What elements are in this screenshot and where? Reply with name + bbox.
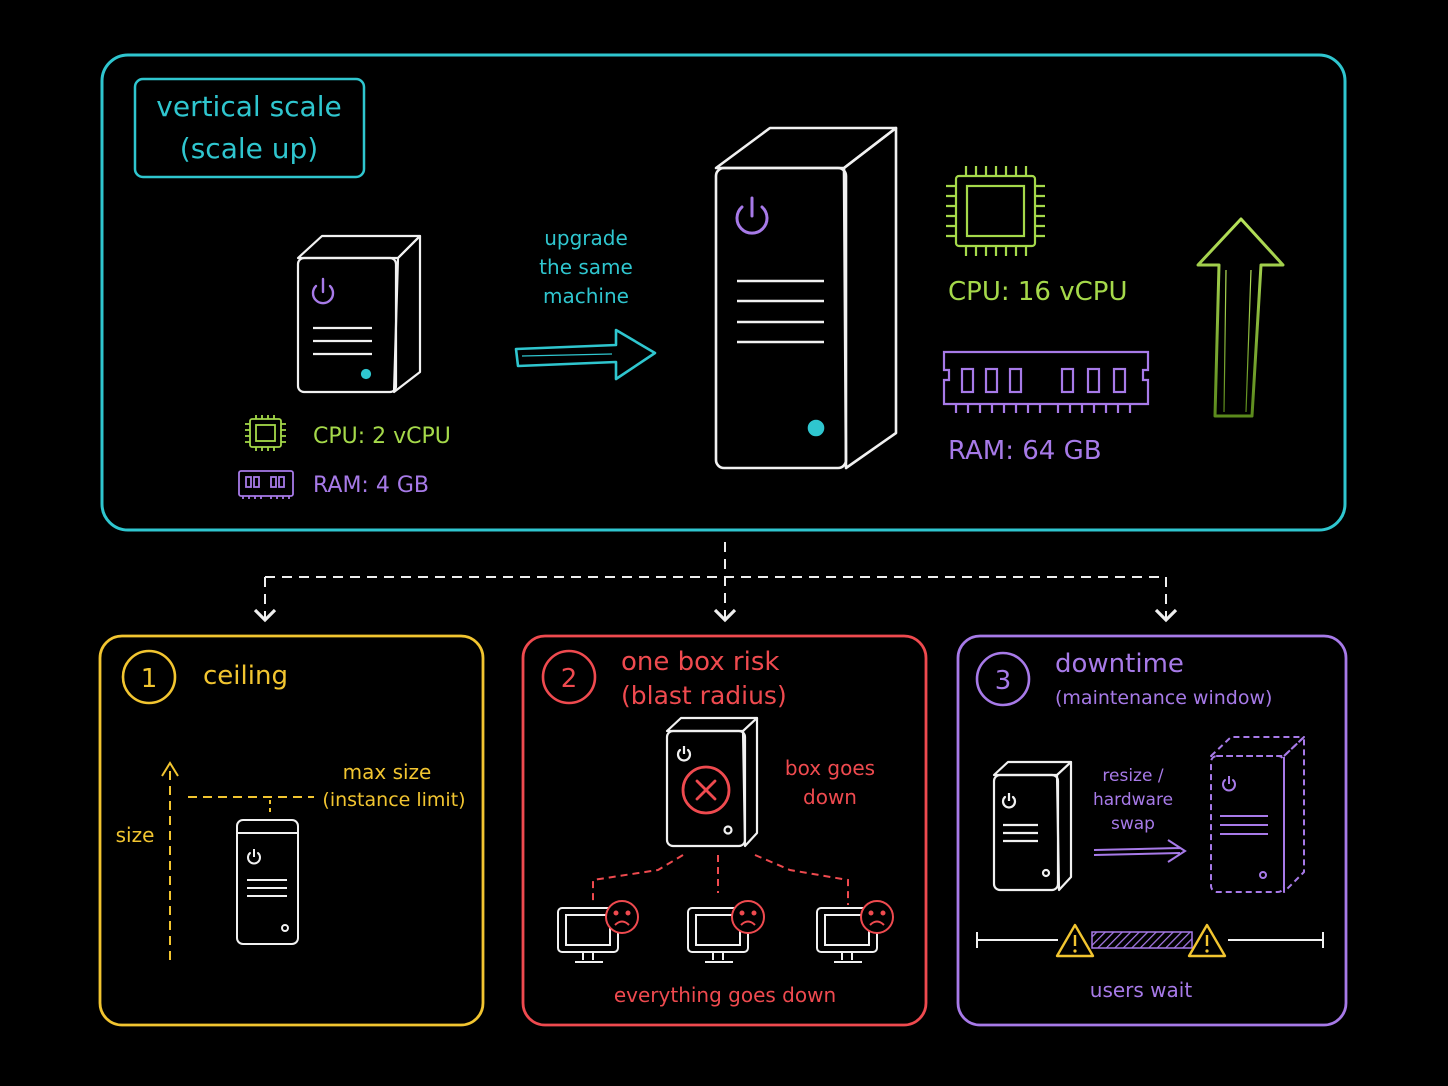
branch-connectors bbox=[253, 542, 1178, 623]
vertical-scale-panel: vertical scale (scale up) CPU: 2 vCPU bbox=[100, 53, 1347, 532]
box-goes-label: box goes bbox=[785, 756, 875, 780]
upgrade-label-line-3: machine bbox=[543, 284, 629, 308]
instance-limit-label: (instance limit) bbox=[322, 789, 465, 811]
power-icon bbox=[311, 277, 335, 305]
large-server-icon bbox=[714, 126, 898, 470]
users-wait-label: users wait bbox=[1090, 978, 1193, 1002]
ram-module-icon-large bbox=[942, 350, 1150, 413]
downtime-title: downtime bbox=[1055, 649, 1184, 679]
title-line-2: (scale up) bbox=[180, 132, 318, 165]
swap-arrow-icon bbox=[1093, 839, 1187, 863]
downtime-timeline bbox=[976, 931, 1324, 949]
sad-face-icon bbox=[731, 900, 765, 934]
ram-module-icon bbox=[238, 470, 294, 499]
up-arrow-icon bbox=[1196, 217, 1285, 418]
large-ram-label: RAM: 64 GB bbox=[948, 436, 1102, 466]
downtime-window-bar bbox=[1091, 931, 1193, 949]
size-axis-label: size bbox=[116, 823, 155, 847]
small-cpu-label: CPU: 2 vCPU bbox=[313, 424, 451, 449]
upgrade-arrow-icon bbox=[514, 328, 657, 381]
step-badge-1 bbox=[121, 649, 177, 705]
max-size-label: max size bbox=[343, 760, 432, 784]
title-box: vertical scale (scale up) bbox=[133, 77, 366, 179]
small-ram-label: RAM: 4 GB bbox=[313, 473, 429, 498]
power-icon-large bbox=[735, 196, 769, 235]
risk-title-line-2: (blast radius) bbox=[621, 681, 787, 710]
blast-lines bbox=[592, 854, 849, 905]
small-server-icon bbox=[296, 234, 422, 394]
risk-footer: everything goes down bbox=[614, 983, 836, 1007]
ceiling-title: ceiling bbox=[203, 661, 288, 691]
ceiling-panel: 1 ceiling size max size (instance limit) bbox=[98, 634, 485, 1027]
warning-icon bbox=[1187, 923, 1227, 958]
large-cpu-label: CPU: 16 vCPU bbox=[948, 277, 1128, 307]
step-badge-3 bbox=[975, 651, 1031, 707]
risk-title-line-1: one box risk bbox=[621, 647, 779, 677]
sad-face-icon bbox=[605, 900, 639, 934]
step-number-1: 1 bbox=[141, 664, 158, 694]
sad-face-icon bbox=[860, 900, 894, 934]
down-label: down bbox=[803, 785, 857, 809]
cpu-chip-icon bbox=[245, 415, 286, 451]
ghost-server-icon bbox=[1210, 736, 1305, 893]
cpu-chip-icon-large bbox=[946, 166, 1045, 256]
error-x-icon bbox=[681, 765, 731, 815]
risk-panel: 2 one box risk (blast radius) box goes d… bbox=[521, 634, 928, 1027]
size-axis-arrow-icon bbox=[161, 761, 314, 960]
downtime-panel: 3 downtime (maintenance window) resize /… bbox=[956, 634, 1348, 1027]
swap-label-line-2: hardware bbox=[1093, 790, 1173, 810]
step-number-2: 2 bbox=[561, 664, 578, 694]
server-icon bbox=[236, 819, 299, 945]
warning-icon bbox=[1055, 923, 1095, 958]
upgrade-label-line-1: upgrade bbox=[544, 226, 628, 250]
swap-label-line-1: resize / bbox=[1102, 766, 1163, 786]
downtime-subtitle: (maintenance window) bbox=[1055, 687, 1272, 709]
step-number-3: 3 bbox=[995, 666, 1012, 696]
swap-label-line-3: swap bbox=[1111, 814, 1155, 834]
step-badge-2 bbox=[541, 649, 597, 705]
title-line-1: vertical scale bbox=[156, 90, 341, 123]
failed-server-icon bbox=[665, 716, 759, 848]
upgrade-label-line-2: the same bbox=[539, 255, 633, 279]
server-icon bbox=[992, 760, 1073, 892]
